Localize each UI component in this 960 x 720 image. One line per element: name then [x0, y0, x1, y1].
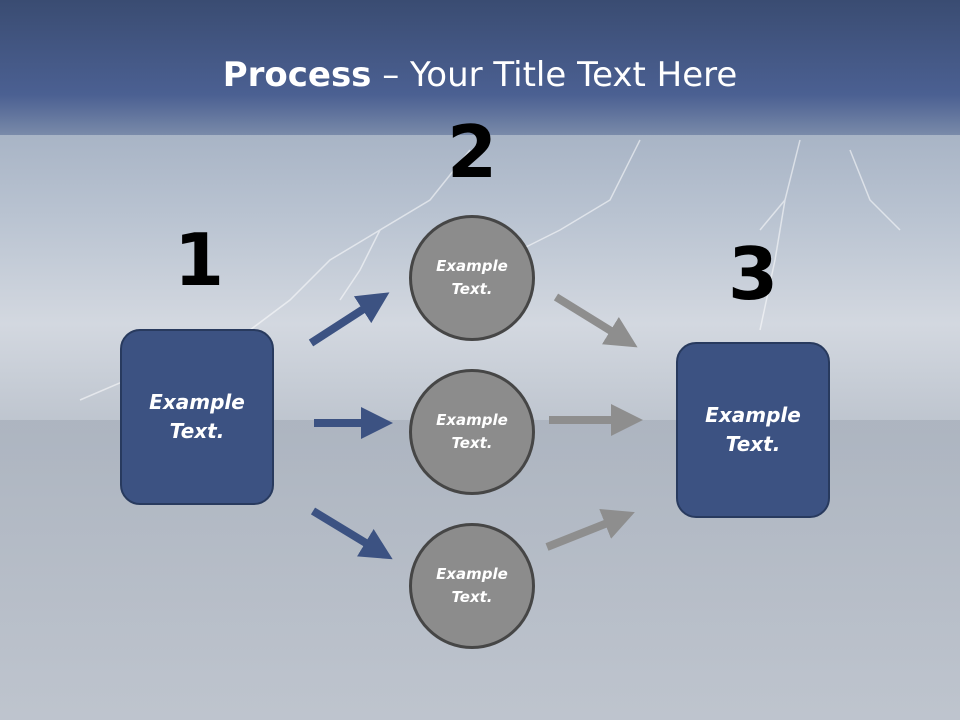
right-box-text: Example Text.: [705, 403, 801, 456]
right-box: Example Text.: [676, 342, 830, 518]
step-number-2: 2: [446, 110, 498, 194]
step-number-1: 1: [173, 218, 225, 302]
circle-2-text: Example Text.: [436, 411, 508, 452]
circle-3-text: Example Text.: [436, 565, 508, 606]
circle-1: Example Text.: [409, 215, 535, 341]
circle-3: Example Text.: [409, 523, 535, 649]
title-band: [0, 0, 960, 135]
arrow-left-to-circle-1: [308, 292, 390, 347]
slide-title: Process – Your Title Text Here: [0, 52, 960, 98]
arrow-left-to-circle-3: [310, 507, 393, 560]
left-box: Example Text.: [120, 329, 274, 505]
title-rest: – Your Title Text Here: [371, 55, 738, 95]
left-box-text: Example Text.: [149, 390, 245, 443]
lightning-decoration: [79, 139, 901, 401]
arrow-circle-3-to-right: [545, 509, 635, 551]
circle-1-text: Example Text.: [436, 257, 508, 298]
step-number-3: 3: [727, 232, 779, 316]
circle-2: Example Text.: [409, 369, 535, 495]
arrow-circle-1-to-right: [553, 293, 638, 348]
title-bold: Process: [222, 55, 372, 95]
